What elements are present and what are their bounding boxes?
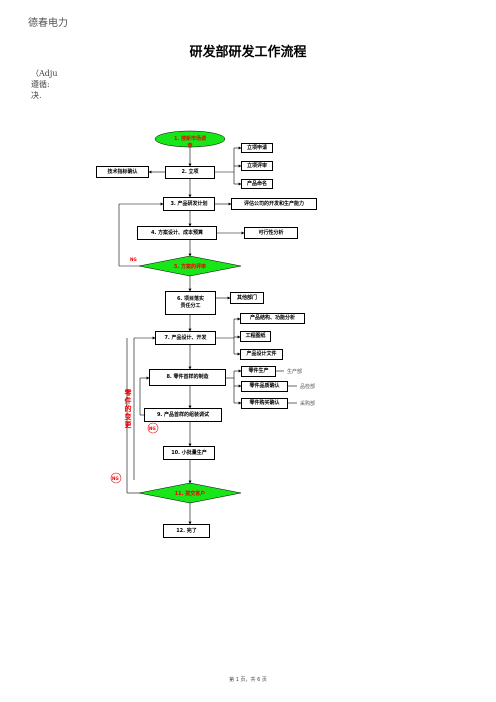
node-1-label: 1. 搜新市场调查 <box>173 136 207 149</box>
ng-circle-9 <box>147 422 159 434</box>
part-quality-box: 零件品质确认 <box>241 381 288 392</box>
tech-spec-box: 技术指标确认 <box>96 166 149 178</box>
eval-box: 评估公司的开发和生产能力 <box>231 198 317 210</box>
dept-production: 生产部 <box>287 369 303 375</box>
node-7-box: 7. 产品设计、开发 <box>155 331 216 345</box>
node-4-box: 4. 方案设计、成本预算 <box>137 226 217 240</box>
review-diamond <box>138 255 242 277</box>
product-naming-box: 产品命名 <box>241 179 273 189</box>
part-production-box: 零件生产 <box>241 366 276 377</box>
node-3-box: 3. 产品研发计划 <box>163 197 215 211</box>
note-line-2: 遵循: <box>31 80 50 89</box>
engineering-drawing-box: 工程图纸 <box>240 331 271 342</box>
node-10-box: 10. 小批量生产 <box>163 446 215 460</box>
req-apply-box: 立项申请 <box>241 143 273 153</box>
node-12-box: 12. 完了 <box>163 524 210 538</box>
other-dept-box: 其他部门 <box>230 292 264 304</box>
req-review-box: 立项评审 <box>241 161 273 171</box>
node-5-label: 5. 方案的评审 <box>173 264 207 270</box>
note-line-1: （Adju <box>31 69 58 78</box>
node-9-box: 9. 产品首样的组装调试 <box>144 408 222 422</box>
page-title: 研发部研发工作流程 <box>189 45 307 60</box>
ng-label-9: NG <box>149 426 156 431</box>
page-footer: 第 1 页，共 6 页 <box>229 677 267 683</box>
node-6-box: 6. 项目落实 责任分工 <box>165 291 216 315</box>
ng-circle-11 <box>110 472 122 484</box>
ng-label-11: NG <box>112 476 119 481</box>
node-2-box: 2. 立项 <box>165 166 215 179</box>
part-change-label: 零件的变更 <box>124 389 132 429</box>
note-line-3: 决. <box>31 91 42 100</box>
design-docs-box: 产品设计文件 <box>240 349 283 360</box>
part-purchase-box: 零件购买确认 <box>241 398 288 409</box>
feasibility-box: 可行性分析 <box>244 227 298 239</box>
dept-quality: 品检部 <box>300 384 316 390</box>
ng-label-5: NG <box>130 257 137 262</box>
node-11-label: 11. 提交客户 <box>174 491 206 497</box>
submit-diamond <box>138 482 242 504</box>
start-ellipse <box>154 130 226 148</box>
company-header: 德春电力 <box>28 18 68 29</box>
structure-analysis-box: 产品结构、功能分析 <box>240 313 305 324</box>
dept-purchase: 采购部 <box>300 401 316 407</box>
node-8-box: 8. 零件首样的制造 <box>149 369 226 386</box>
